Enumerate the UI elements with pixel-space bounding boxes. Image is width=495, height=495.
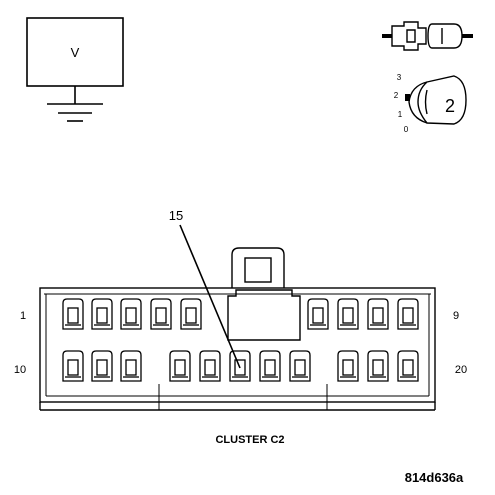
row2-last-pin-label: 20	[455, 364, 467, 376]
pin-row-bottom	[62, 350, 419, 382]
row2-pin-cavity-2	[91, 350, 113, 382]
row2-first-pin-label: 10	[14, 364, 26, 376]
pin-pointer-line	[179, 224, 241, 369]
row2-pin-cavity-8	[289, 350, 311, 382]
row1-pin-cavity-3	[120, 298, 142, 330]
row1-pin-cavity-5	[180, 298, 202, 330]
voltmeter-label: V	[71, 45, 80, 60]
ignition-position-marker	[405, 94, 410, 101]
row1-pin-cavity-4	[150, 298, 172, 330]
cluster-c2-connector	[39, 247, 436, 411]
row1-pin-cavity-9	[397, 298, 419, 330]
connector-latch	[231, 247, 285, 288]
ignition-pos-3: 3	[397, 73, 402, 82]
connector-name: CLUSTER C2	[215, 434, 284, 446]
row1-pin-cavity-8	[367, 298, 389, 330]
row2-pin-cavity-11	[397, 350, 419, 382]
row2-pin-cavity-5	[199, 350, 221, 382]
row1-pin-cavity-6	[307, 298, 329, 330]
row2-pin-cavity-10	[367, 350, 389, 382]
disconnected-connector-icon	[382, 21, 473, 51]
row2-pin-cavity-9	[337, 350, 359, 382]
voltmeter-symbol: V	[26, 17, 124, 122]
ignition-pos-0: 0	[404, 125, 409, 134]
row1-last-pin-label: 9	[453, 310, 459, 322]
ignition-pos-2: 2	[394, 91, 399, 100]
row1-pin-cavity-7	[337, 298, 359, 330]
pin-pointer-label: 15	[169, 208, 183, 223]
row2-pin-cavity-4	[169, 350, 191, 382]
row2-pin-cavity-6	[229, 350, 251, 382]
row2-pin-cavity-3	[120, 350, 142, 382]
row2-pin-cavity-1	[62, 350, 84, 382]
ignition-pos-1: 1	[398, 110, 403, 119]
row1-pin-cavity-2	[91, 298, 113, 330]
ignition-switch-icon: 3 2 1 0 2	[394, 73, 467, 134]
row1-first-pin-label: 1	[20, 310, 26, 322]
figure-id: 814d636a	[405, 470, 464, 485]
ground-icon	[47, 86, 103, 122]
pin-row-top	[62, 298, 419, 330]
row1-pin-cavity-1	[62, 298, 84, 330]
connector-outer-housing	[39, 287, 436, 403]
ignition-selected-position: 2	[445, 96, 455, 116]
row2-pin-cavity-7	[259, 350, 281, 382]
